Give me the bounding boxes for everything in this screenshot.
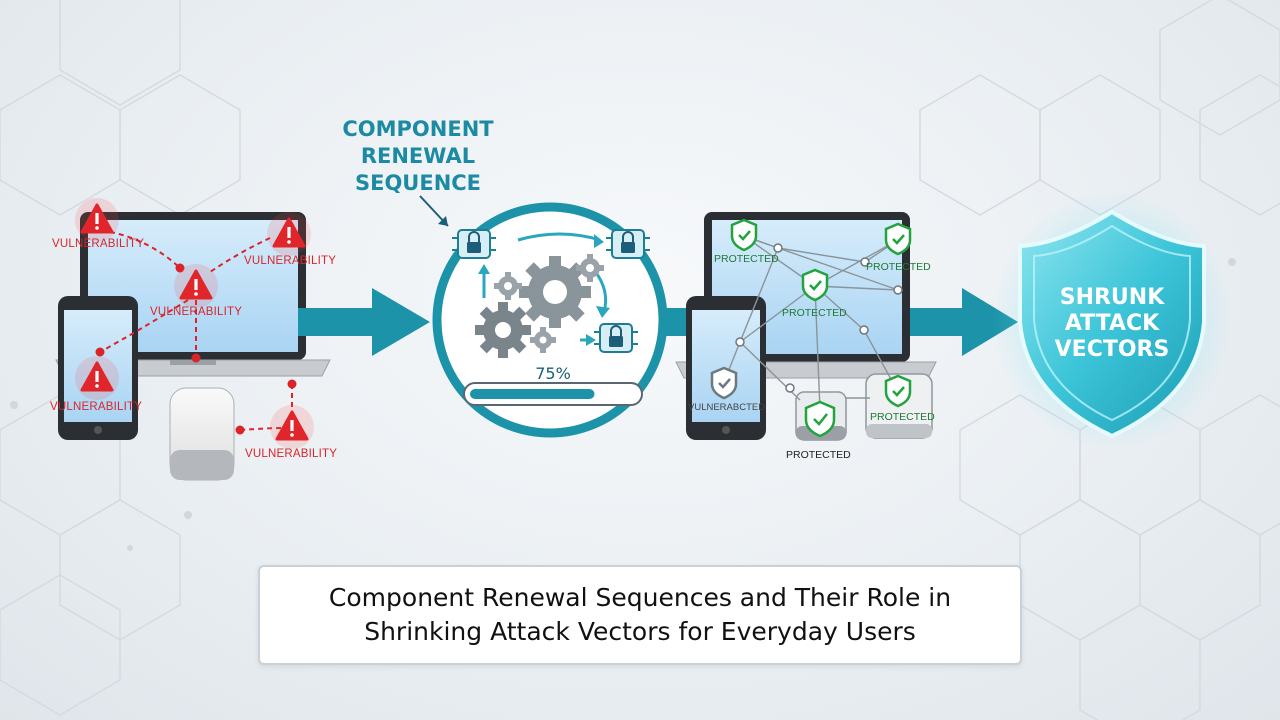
protected-label: PROTECTED	[866, 261, 931, 273]
warning-label: VULNERABILITY	[50, 401, 142, 413]
warning-label: VULNERABILITY	[244, 255, 336, 267]
protected-label: PROTECTED	[714, 253, 779, 265]
protected-devices-group: PROTECTED PROTECTED PROTECTED VULNERABCT…	[675, 212, 937, 461]
caption-line: Shrinking Attack Vectors for Everyday Us…	[364, 617, 916, 646]
warning-icon	[267, 212, 311, 256]
lock-module-icon	[606, 229, 650, 259]
warning-label: VULNERABILITY	[52, 238, 144, 250]
shrunk-attack-vectors-shield: SHRUNK ATTACK VECTORS	[992, 190, 1232, 450]
pointer-arrowhead-icon	[438, 216, 448, 226]
protected-label: PROTECTED	[786, 449, 851, 461]
check-shield-icon	[884, 374, 912, 408]
warning-icon	[270, 405, 314, 449]
flow-arrow-icon	[910, 288, 1018, 356]
cycle-arrowheads-icon	[478, 234, 610, 346]
gear-icon	[494, 272, 522, 300]
warning-label: VULNERABILITY	[245, 448, 337, 460]
vulnerable-device-label: VULNERABCTED	[688, 402, 765, 413]
check-shield-icon	[804, 400, 836, 438]
renewal-heading-line: SEQUENCE	[355, 171, 481, 195]
shield-text-line: ATTACK	[1065, 311, 1160, 336]
renewal-heading-line: COMPONENT	[342, 117, 494, 141]
gear-icon	[530, 327, 556, 353]
protected-label: PROTECTED	[870, 411, 935, 423]
renewal-sequence-group: COMPONENT RENEWAL SEQUENCE	[342, 117, 668, 438]
gear-icon	[475, 302, 531, 358]
check-shield-icon	[730, 218, 758, 252]
progress-bar-fill	[470, 389, 595, 399]
shield-text-line: SHRUNK	[1060, 285, 1165, 310]
flow-arrow-icon	[298, 288, 430, 356]
network-nodes	[735, 243, 903, 393]
renewal-heading-line: RENEWAL	[361, 144, 475, 168]
caption-card: Component Renewal Sequences and Their Ro…	[258, 565, 1022, 665]
protected-label: PROTECTED	[782, 307, 847, 319]
threat-nodes	[95, 263, 297, 435]
check-shield-icon	[801, 268, 829, 302]
progress-label: 75%	[535, 364, 571, 383]
lock-module-icon	[452, 229, 496, 259]
shield-text-line: VECTORS	[1055, 337, 1170, 362]
caption-line: Component Renewal Sequences and Their Ro…	[328, 583, 952, 612]
warning-icon	[174, 264, 218, 308]
lock-module-icon	[594, 323, 638, 353]
warning-label: VULNERABILITY	[150, 306, 242, 318]
gear-icon	[576, 254, 604, 282]
vulnerable-devices-group: VULNERABILITY VULNERABILITY VULNERABILIT…	[50, 198, 337, 481]
check-shield-icon	[884, 222, 912, 256]
warning-icon	[75, 356, 119, 400]
smart-speaker-vulnerable	[169, 387, 235, 481]
warning-icon	[75, 198, 119, 242]
neutral-shield-icon	[710, 366, 738, 400]
